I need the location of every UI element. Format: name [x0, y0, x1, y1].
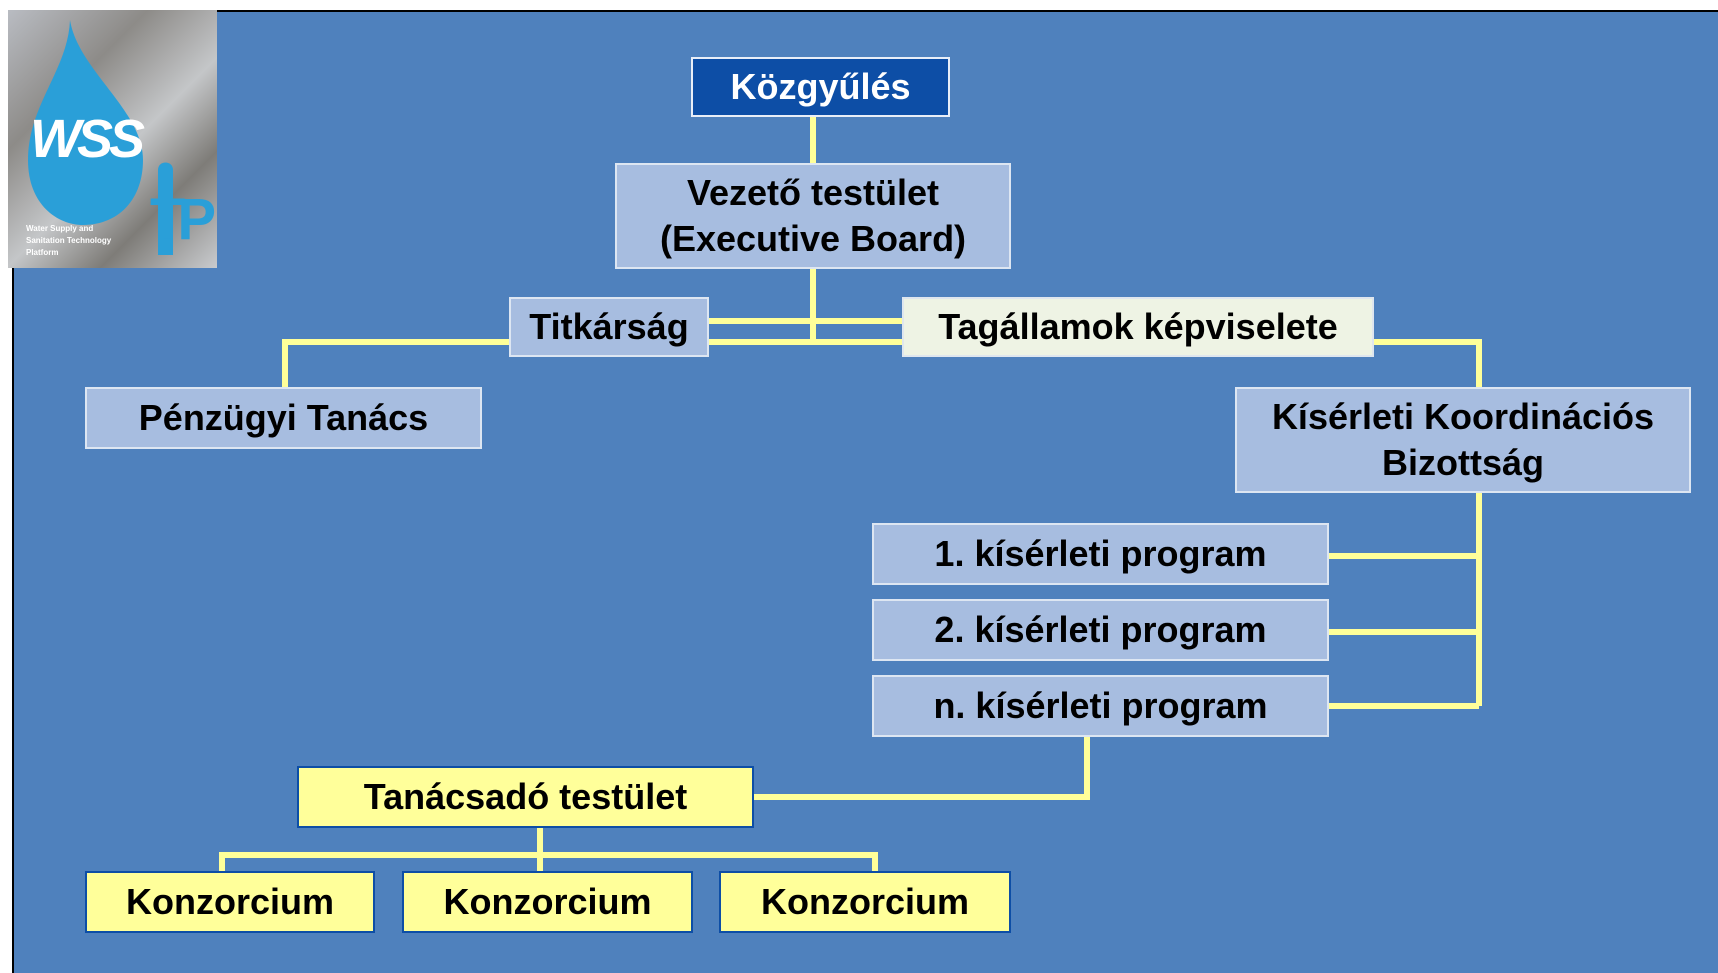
- connector-penzugyi: [282, 339, 510, 388]
- node-penzugyi-label: Pénzügyi Tanács: [138, 397, 429, 438]
- node-konzorcium-3-label: Konzorcium: [760, 881, 969, 922]
- node-tagallamok: Tagállamok képviselete: [902, 297, 1374, 357]
- logo-tp: TP: [150, 187, 216, 252]
- node-vezeto-label-2: (Executive Board): [659, 218, 967, 259]
- node-konzorcium-1: Konzorcium: [85, 871, 375, 933]
- connector-program-tanacsado: [753, 736, 1090, 800]
- node-konzorcium-3: Konzorcium: [719, 871, 1011, 933]
- node-tanacsado-testulet: Tanácsadó testület: [297, 766, 754, 828]
- node-program-n: n. kísérleti program: [872, 675, 1329, 737]
- node-kiserleti-label-2: Bizottság: [1382, 442, 1544, 483]
- water-drop-icon: [28, 20, 173, 255]
- node-titkarsag-label: Titkárság: [529, 306, 689, 347]
- node-titkarsag: Titkárság: [509, 297, 709, 357]
- node-vezeto-label-1: Vezető testület: [686, 172, 940, 213]
- wsstp-logo: WSS TP Water Supply and Sanitation Techn…: [8, 10, 217, 268]
- connector-kiserleti: [1373, 339, 1482, 388]
- node-program-1: 1. kísérleti program: [872, 523, 1329, 585]
- node-kiserleti-bizottsag: Kísérleti Koordinációs Bizottság: [1235, 387, 1691, 493]
- logo-caption-1: Water Supply and: [26, 224, 94, 233]
- node-tagallamok-label: Tagállamok képviselete: [938, 306, 1338, 347]
- node-kozgyules: Közgyűlés: [691, 57, 950, 117]
- node-konzorcium-2: Konzorcium: [402, 871, 693, 933]
- node-program-1-label: 1. kísérleti program: [934, 533, 1267, 574]
- logo-mark: WSS: [30, 109, 145, 169]
- node-penzugyi-tanacs: Pénzügyi Tanács: [85, 387, 482, 449]
- node-konzorcium-2-label: Konzorcium: [443, 881, 652, 922]
- node-program-n-label: n. kísérleti program: [933, 685, 1268, 726]
- node-konzorcium-1-label: Konzorcium: [125, 881, 334, 922]
- node-program-2: 2. kísérleti program: [872, 599, 1329, 661]
- node-tanacsado-label: Tanácsadó testület: [363, 776, 688, 817]
- node-program-2-label: 2. kísérleti program: [934, 609, 1267, 650]
- node-kiserleti-label-1: Kísérleti Koordinációs: [1271, 396, 1655, 437]
- node-vezeto-testulet: Vezető testület (Executive Board): [615, 163, 1011, 269]
- connector-konzorcium-bar: [219, 852, 878, 871]
- logo-caption-2: Sanitation Technology: [26, 236, 112, 245]
- logo-caption-3: Platform: [26, 248, 59, 257]
- node-kozgyules-label: Közgyűlés: [730, 66, 911, 107]
